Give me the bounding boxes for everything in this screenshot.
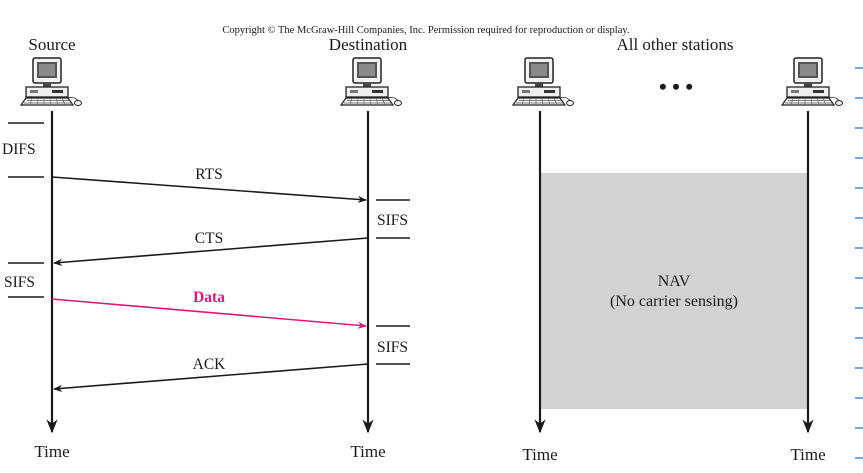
nav-title: NAV (658, 273, 691, 290)
sifs-label: SIFS (377, 212, 408, 229)
rts-label: RTS (195, 166, 223, 183)
data-label: Data (193, 289, 225, 306)
rts-frame-arrow (51, 176, 367, 203)
right-edge-decoration (855, 67, 863, 459)
cts-frame-arrow (53, 237, 369, 266)
more-stations-ellipsis: • • • (659, 74, 693, 99)
copyright-text: Copyright © The McGraw-Hill Companies, I… (222, 25, 629, 36)
station-label-source: Source (28, 35, 75, 54)
ack-label: ACK (193, 356, 227, 373)
source-computer-icon (20, 57, 83, 107)
time-label: Time (350, 442, 385, 461)
data-frame-arrow (51, 298, 367, 329)
time-label: Time (522, 445, 557, 464)
station-label-other-stations: All other stations (616, 35, 733, 54)
time-label: Time (34, 442, 69, 461)
sifs-label: SIFS (377, 339, 408, 356)
other-station-computer-icon (781, 57, 844, 107)
ack-frame-arrow (53, 363, 369, 392)
cts-label: CTS (195, 230, 223, 247)
other-station-computer-icon (512, 57, 575, 107)
difs-label: DIFS (2, 141, 36, 158)
nav-region (540, 173, 808, 409)
destination-computer-icon (340, 57, 403, 107)
sifs-label: SIFS (4, 274, 35, 291)
nav-subtitle: (No carrier sensing) (610, 293, 738, 310)
station-label-destination: Destination (329, 35, 408, 54)
time-label: Time (790, 445, 825, 464)
